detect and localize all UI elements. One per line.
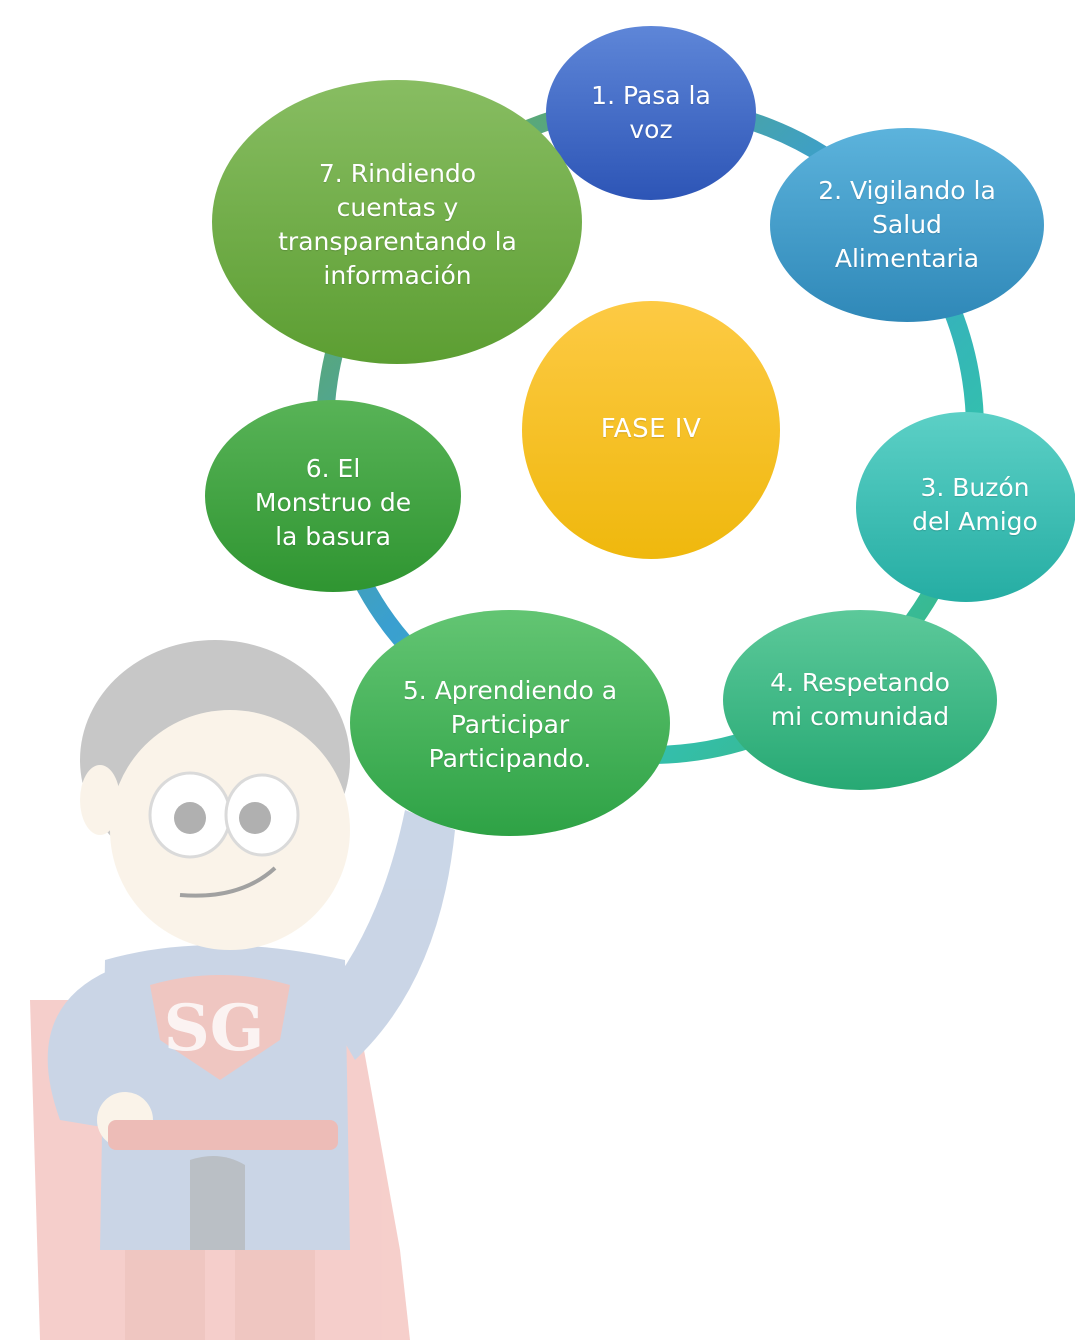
mascot-arm-raised — [320, 810, 455, 1060]
step-node-5 — [350, 610, 670, 836]
step-node-6 — [205, 400, 461, 592]
step-node-4 — [723, 610, 997, 790]
mascot-ear — [80, 765, 120, 835]
step-label-1: 1. Pasa la voz — [591, 81, 711, 144]
mascot-arm-lower — [47, 970, 140, 1130]
step-label-6: 6. El Monstruo de la basura — [254, 453, 412, 551]
mascot-chest-logo: SG — [164, 991, 265, 1066]
mascot-belt — [108, 1120, 338, 1150]
mascot-emblem — [150, 975, 290, 1080]
mascot-leg-right — [235, 1240, 315, 1340]
step-label-4: 4. Respetando mi comunidad — [770, 668, 950, 731]
step-node-1 — [546, 26, 756, 200]
step-label-3: 3. Buzón del Amigo — [912, 473, 1038, 536]
step-node-3 — [856, 412, 1075, 602]
center-node — [522, 301, 780, 559]
mascot-illustration — [30, 640, 455, 1340]
mascot-eye-right — [239, 802, 271, 834]
center-label: FASE IV — [600, 414, 702, 445]
step-node-2 — [770, 128, 1044, 322]
mascot-smile — [179, 866, 277, 898]
step-label-2: 2. Vigilando la Salud Alimentaria — [818, 176, 996, 273]
mascot-leg-left — [125, 1240, 205, 1340]
step-node-7 — [212, 80, 582, 364]
mascot-eye-left — [174, 802, 206, 834]
step-label-7: 7. Rindiendo cuentas y transparentando l… — [278, 159, 517, 290]
step-label-5: 5. Aprendiendo a Participar Participando… — [402, 676, 618, 773]
